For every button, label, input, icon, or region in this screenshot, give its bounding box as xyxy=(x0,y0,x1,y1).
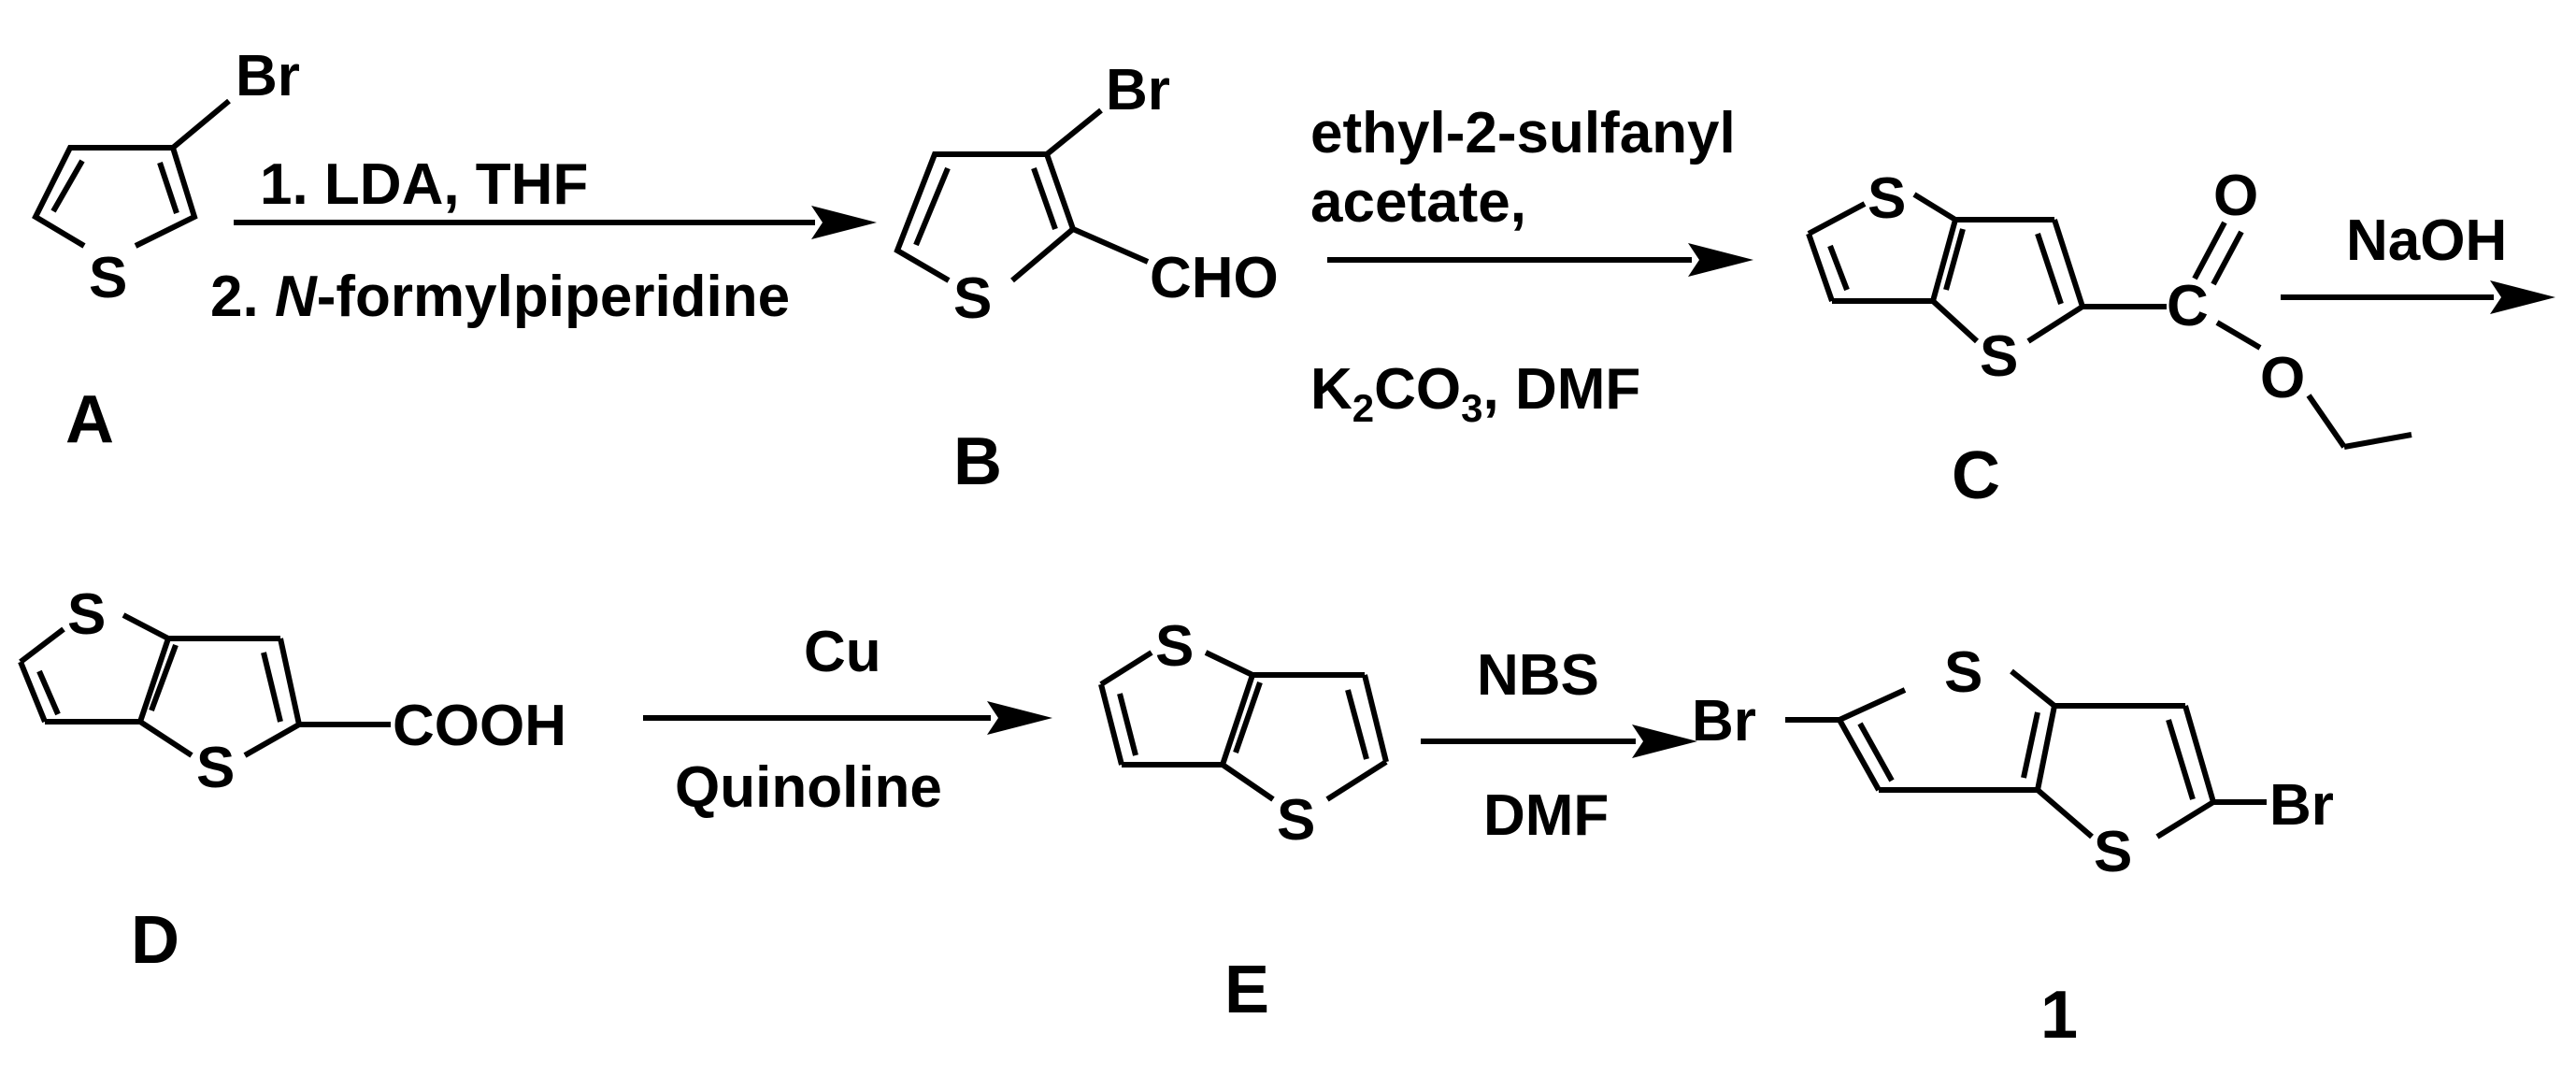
step1-reagent-above: 1. LDA, THF xyxy=(260,152,588,217)
compound-b-structure: Br S CHO xyxy=(894,58,1279,331)
compound-b-double-bond-1 xyxy=(913,166,951,247)
compound-c-s-atom-2: S xyxy=(1980,324,2018,389)
compound-a-ring xyxy=(32,145,198,249)
reaction-arrow-step1 xyxy=(234,206,877,239)
compound-b-cho-bond xyxy=(1071,226,1150,265)
compound-a-structure: Br S xyxy=(32,44,300,310)
compound-a-double-bond-1 xyxy=(50,159,85,213)
compound-c-structure: S S O C O xyxy=(1806,164,2412,450)
step4-reagent-below: Quinoline xyxy=(675,755,942,820)
compound-e-s-atom-2: S xyxy=(1277,788,1315,853)
compound-a-double-bond-2 xyxy=(157,162,179,214)
compound-c-carbonyl-o: O xyxy=(2213,164,2258,228)
compound-c-s-atom-1: S xyxy=(1868,166,1906,231)
compound-b-label: B xyxy=(953,424,1002,499)
reaction-arrow-step4 xyxy=(643,701,1052,735)
compound-b-br-atom: Br xyxy=(1106,58,1170,122)
step2-reagent-above-line1: ethyl-2-sulfanyl xyxy=(1310,101,1736,165)
compound-1-structure: Br S S Br xyxy=(1692,640,2334,884)
reaction-arrow-step5 xyxy=(1421,725,1697,758)
step5-reagent-below: DMF xyxy=(1483,783,1609,848)
compound-e-s-atom-1: S xyxy=(1155,614,1194,679)
reaction-arrow-step3 xyxy=(2281,280,2555,314)
step2-reagent-below: K2CO3, DMF xyxy=(1310,357,1640,430)
step5-reagent-above: NBS xyxy=(1477,643,1599,708)
step1-reagent-below: 2. N-formylpiperidine xyxy=(210,265,790,329)
step4-reagent-above: Cu xyxy=(804,620,881,684)
reaction-arrow-step2 xyxy=(1327,243,1753,277)
compound-d-structure: S S COOH xyxy=(18,582,566,800)
compound-d-s-atom-1: S xyxy=(67,582,106,647)
step3-reagent-above: NaOH xyxy=(2346,208,2507,273)
compound-c-ester-o: O xyxy=(2260,346,2305,410)
compound-a-label: A xyxy=(65,382,114,457)
compound-b-br-bond xyxy=(1045,108,1103,157)
compound-b-s-atom: S xyxy=(953,266,992,331)
compound-e-structure: S S xyxy=(1098,614,1389,853)
compound-e-label: E xyxy=(1224,953,1269,1027)
compound-1-s-atom-1: S xyxy=(1944,640,1982,705)
step2-reagent-above-line2: acetate, xyxy=(1310,170,1526,235)
compound-d-cooh-group: COOH xyxy=(393,694,566,758)
compound-a-s-atom: S xyxy=(89,246,127,310)
compound-1-br-atom-2: Br xyxy=(2269,773,2334,838)
compound-d-label: D xyxy=(131,903,179,978)
compound-b-double-bond-2 xyxy=(1031,166,1058,231)
compound-b-ring xyxy=(894,151,1077,283)
compound-d-s-atom-2: S xyxy=(196,736,235,800)
compound-a-br-bond xyxy=(171,98,231,151)
compound-1-label: 1 xyxy=(2040,978,2078,1053)
compound-c-carbon: C xyxy=(2167,274,2209,338)
compound-a-br-atom: Br xyxy=(236,44,300,108)
compound-c-label: C xyxy=(1952,438,2000,513)
compound-1-br-atom-1: Br xyxy=(1692,689,1756,753)
compound-1-s-atom-2: S xyxy=(2094,820,2132,884)
compound-b-cho-group: CHO xyxy=(1150,246,1279,310)
